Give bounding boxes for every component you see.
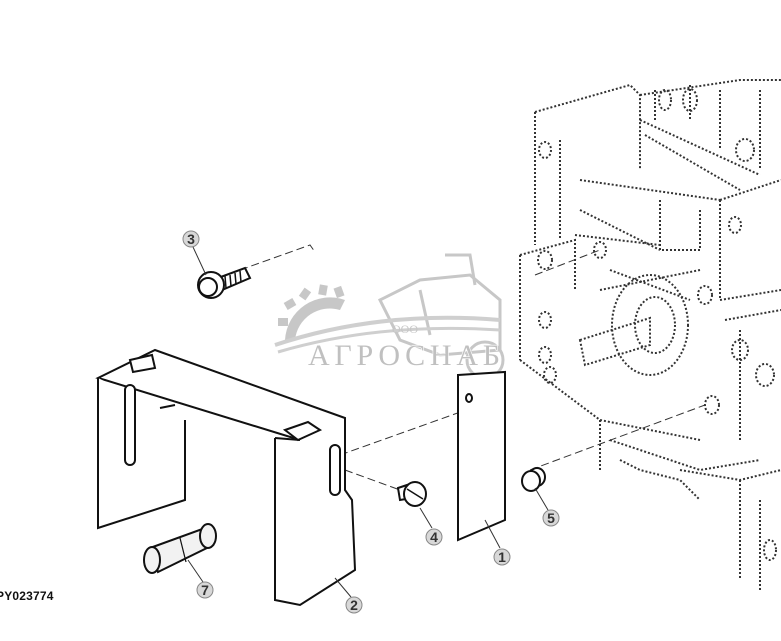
svg-text:7: 7 (201, 582, 209, 598)
svg-text:5: 5 (547, 510, 555, 526)
svg-text:3: 3 (187, 231, 195, 247)
callout-3: 3 (182, 230, 200, 248)
part-5-plug (521, 467, 546, 492)
harvester-icon (377, 253, 505, 380)
watermark-logo: ООО АГРОСНАБ (274, 253, 505, 380)
callout-leaders (187, 246, 549, 598)
figure-id-label: PY023774 (0, 589, 54, 603)
svg-text:4: 4 (430, 529, 438, 545)
engine-housing (519, 79, 781, 590)
part-1-plate (457, 370, 506, 542)
callout-7: 7 (196, 581, 214, 599)
svg-text:1: 1 (498, 549, 506, 565)
gear-icon (278, 284, 345, 340)
watermark-prefix: ООО (392, 322, 418, 336)
part-4-slotted-screw (396, 481, 427, 507)
callout-4: 4 (425, 528, 443, 546)
assembly-leader-lines (239, 244, 706, 491)
part-7-sleeve (143, 523, 217, 574)
callout-1: 1 (493, 548, 511, 566)
part-3-flange-bolt (197, 266, 252, 299)
part-2-bracket (95, 348, 357, 607)
callout-5: 5 (542, 509, 560, 527)
callout-2: 2 (345, 596, 363, 614)
watermark-name: АГРОСНАБ (308, 339, 500, 372)
svg-text:2: 2 (350, 597, 358, 613)
